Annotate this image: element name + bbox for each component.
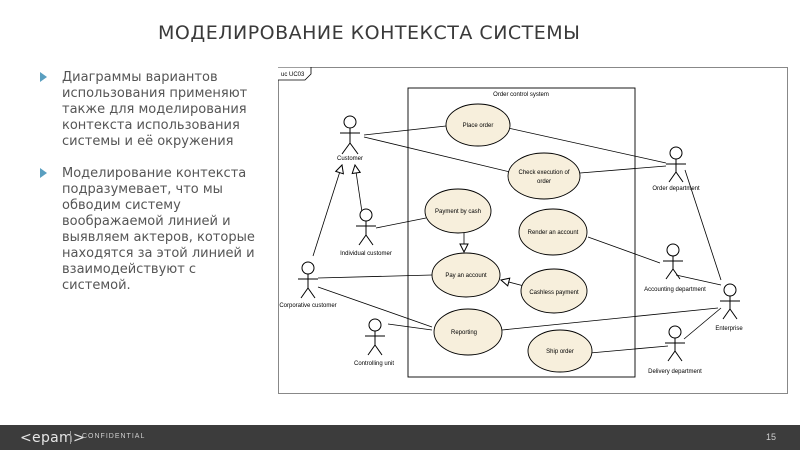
usecase-check-execution-label-2: order (537, 179, 551, 185)
use-case-diagram: uc UC03 Order control system (278, 67, 743, 378)
actor-customer (340, 115, 360, 155)
usecase-check-execution (507, 152, 581, 200)
usecase-cashless-label: Cashless payment (529, 290, 579, 296)
assoc-delivery-enterprise (683, 307, 722, 340)
actor-controlling-unit (365, 318, 385, 356)
actor-order-dept-label: Order department (652, 186, 700, 192)
association-lines (317, 123, 722, 354)
actor-customer-label: Customer (337, 156, 363, 162)
usecase-payment-cash (424, 188, 492, 234)
assoc-ship-delivery (589, 345, 669, 354)
bullet-text: Диаграммы вариантов использования примен… (62, 70, 248, 149)
system-boundary (407, 87, 636, 378)
assoc-accounting-enterprise (675, 274, 722, 286)
usecase-reporting-label: Reporting (451, 330, 477, 336)
actor-individual-customer (356, 208, 376, 246)
bullet-arrow-icon (40, 168, 47, 178)
usecase-render-account (518, 208, 588, 256)
usecase-cashless-payment (520, 268, 588, 314)
actor-enterprise (720, 283, 740, 320)
actor-enterprise-label: Enterprise (715, 326, 743, 332)
actor-delivery-label: Delivery department (648, 369, 702, 375)
actor-accounting-label: Accounting department (644, 287, 706, 293)
slide-title: МОДЕЛИРОВАНИЕ КОНТЕКСТА СИСТЕМЫ (158, 22, 581, 44)
actor-individual-label: Individual customer (340, 251, 392, 257)
assoc-corp-pay (317, 274, 433, 279)
usecase-render-account-label: Render an account (528, 230, 579, 236)
assoc-controlling-reporting (387, 323, 433, 331)
assoc-reporting-enterprise (501, 307, 719, 331)
footer-bar: <epam> CONFIDENTIAL 15 (0, 425, 800, 450)
assoc-customer-place (363, 125, 447, 136)
gen-cashless-pay (501, 280, 525, 286)
actor-corporative-label: Corporative customer (279, 303, 336, 309)
assoc-orderdept-enterprise (684, 169, 722, 281)
assoc-corp-reporting (317, 286, 433, 328)
actor-controlling-label: Controlling unit (354, 361, 394, 367)
assoc-customer-check (363, 136, 511, 173)
system-boundary-label: Order control system (493, 92, 549, 98)
usecase-payment-cash-label: Payment by cash (435, 209, 481, 215)
confidential-label: CONFIDENTIAL (82, 433, 146, 440)
actor-delivery-department (665, 325, 685, 362)
gen-corp-customer (312, 165, 342, 257)
frame-label: uc UC03 (281, 72, 305, 78)
actor-accounting-department (663, 243, 683, 280)
usecase-check-execution-label: Check execution of (518, 170, 569, 176)
assoc-check-orderdept (579, 165, 667, 174)
assoc-render-accounting (587, 236, 661, 264)
usecase-pay-account-label: Pay an account (445, 273, 487, 279)
assoc-place-orderdept (489, 123, 667, 164)
page-number: 15 (765, 432, 776, 442)
usecase-place-order-label: Place order (463, 123, 494, 129)
usecase-place-order (445, 103, 511, 147)
gen-individual-customer (355, 165, 363, 213)
assoc-individual-paycash (375, 217, 427, 229)
usecase-ship-order (527, 329, 593, 373)
bullet-list: Диаграммы вариантов использования примен… (40, 70, 260, 310)
frame-tab (278, 67, 312, 81)
footer-divider (70, 431, 71, 444)
generalization-lines (312, 165, 525, 286)
actor-corporative-customer (298, 261, 318, 299)
usecase-pay-account (431, 252, 501, 298)
usecase-ship-order-label: Ship order (546, 349, 574, 355)
epam-logo: <epam> (20, 430, 85, 446)
bullet-item: Моделирование контекста подразумевает, ч… (40, 166, 260, 294)
bullet-item: Диаграммы вариантов использования примен… (40, 70, 260, 150)
actor-order-department (666, 146, 686, 183)
bullet-arrow-icon (40, 72, 47, 82)
usecase-reporting (433, 308, 503, 356)
bullet-text: Моделирование контекста подразумевает, ч… (62, 166, 255, 293)
